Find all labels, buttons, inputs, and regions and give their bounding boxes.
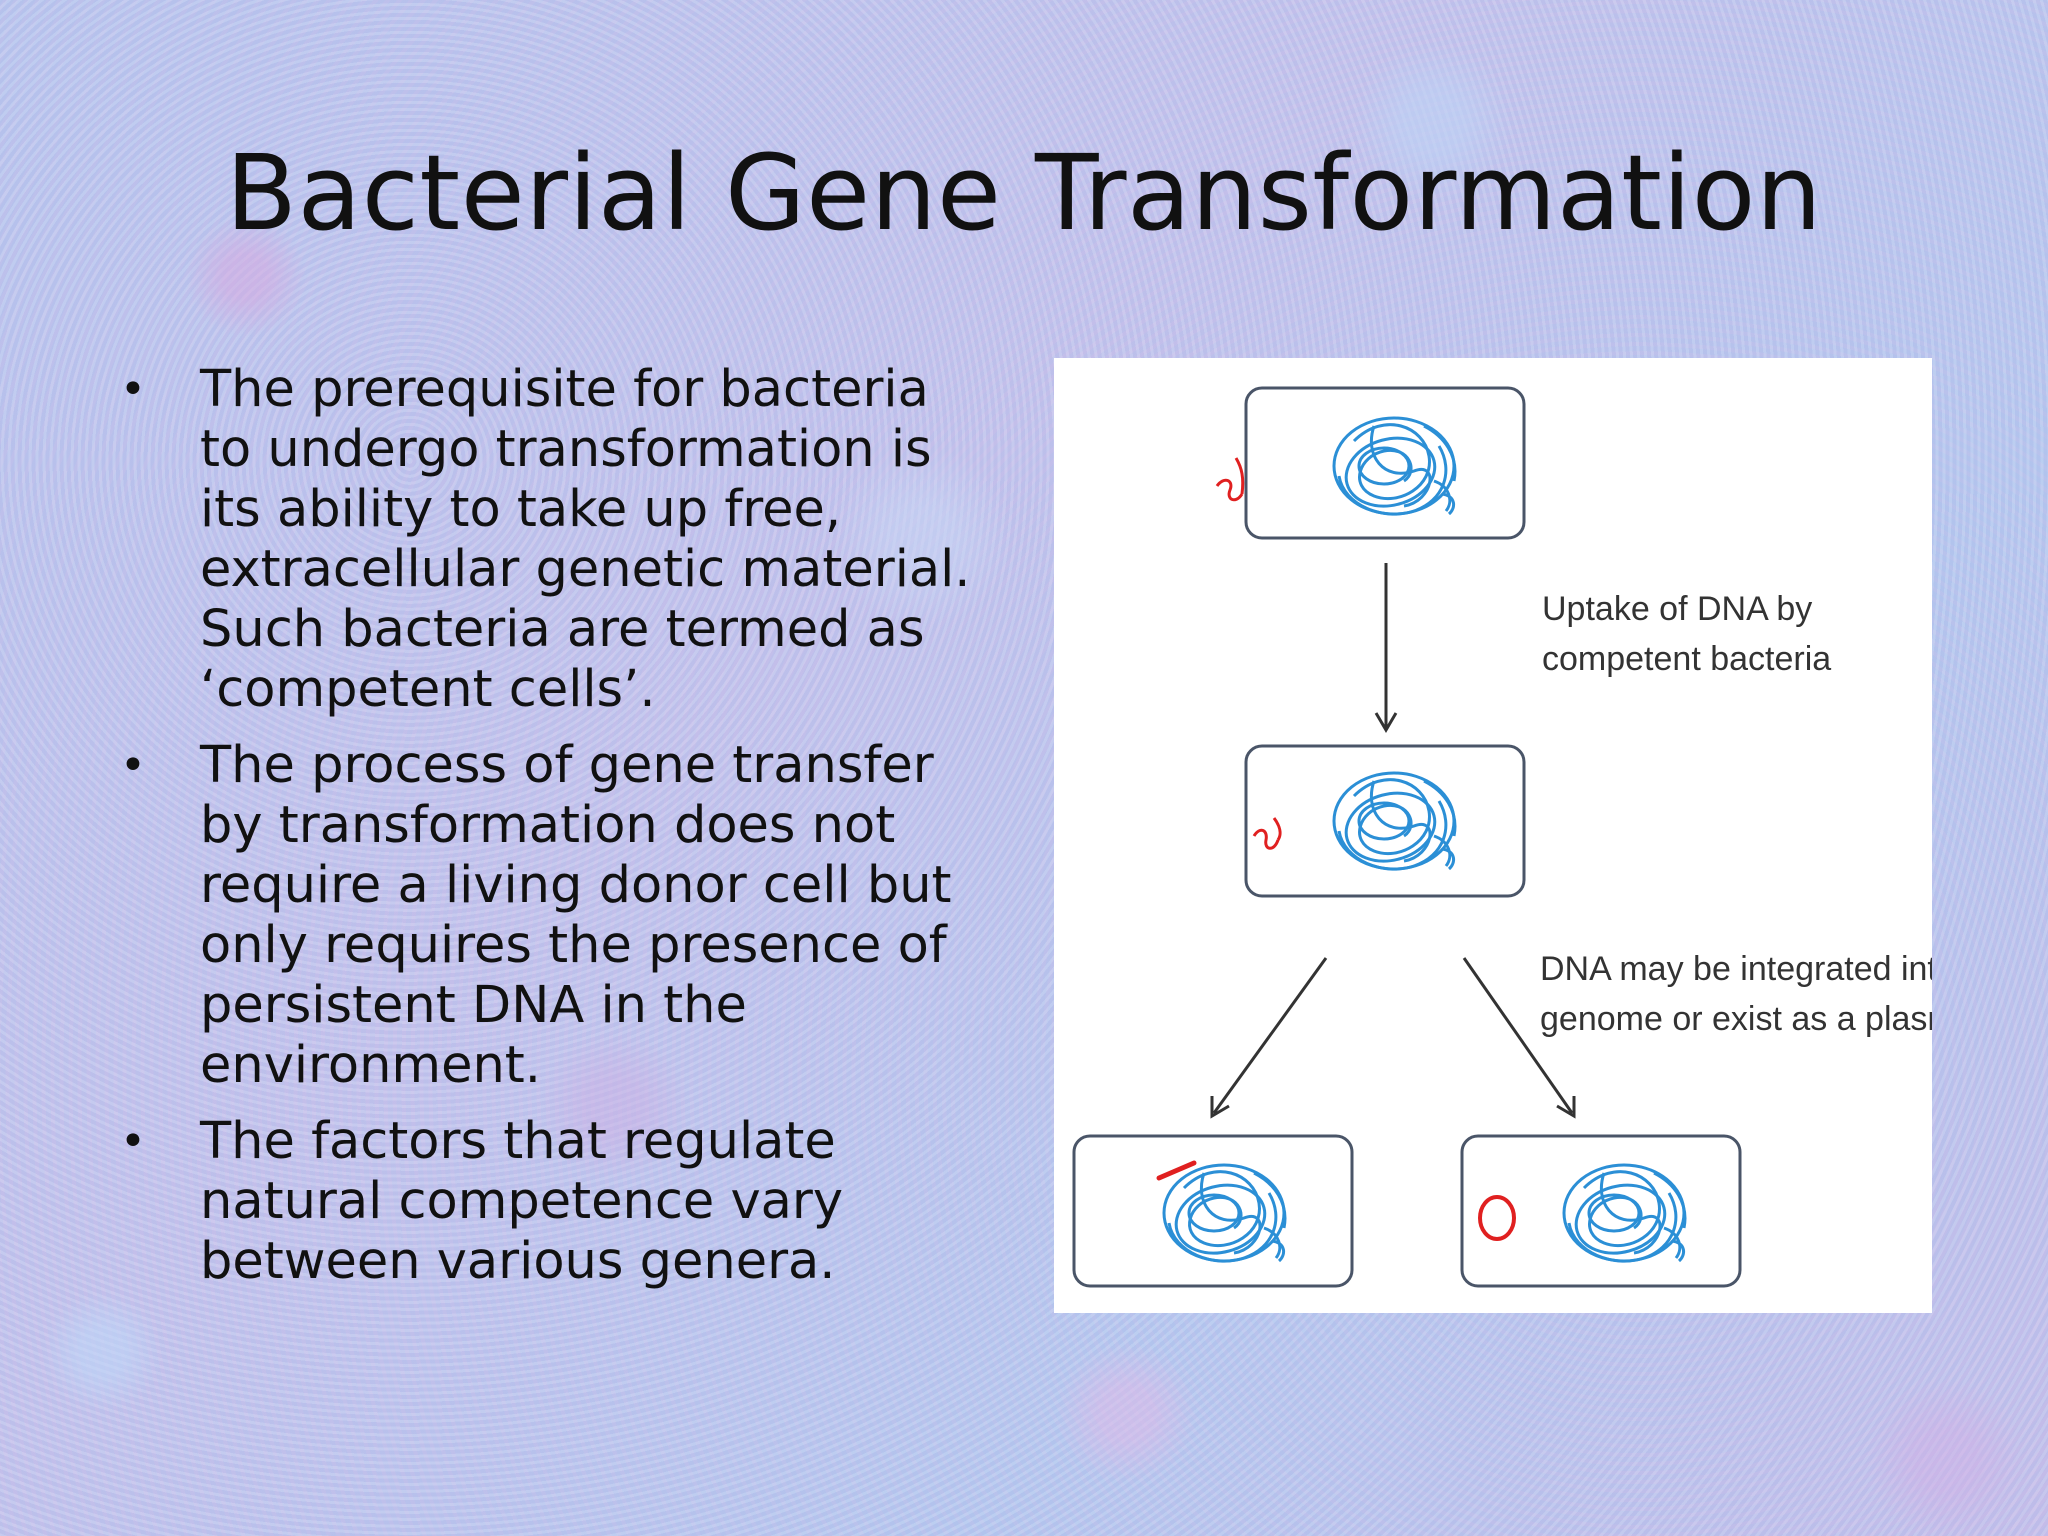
uptake-label-line1: Uptake of DNA by <box>1542 590 1812 628</box>
bullet-text: The factors that regulate natural compet… <box>200 1112 844 1291</box>
internalized-dna-fragment <box>1252 817 1282 850</box>
arrow-left-down-icon <box>1210 957 1328 1119</box>
fate-label-line2: genome or exist as a plasmid <box>1540 1000 1932 1038</box>
bullet-text: The prerequisite for bacteria to undergo… <box>200 360 971 719</box>
fate-label-line1: DNA may be integrated into <box>1540 950 1932 988</box>
bullet-item: • The prerequisite for bacteria to under… <box>118 360 978 720</box>
cell-after-uptake <box>1244 744 1526 898</box>
uptake-label-line2: competent bacteria <box>1542 640 1831 678</box>
arrow-down-icon <box>1374 563 1398 733</box>
bullet-list: • The prerequisite for bacteria to under… <box>118 360 978 1308</box>
bullet-icon: • <box>120 1116 146 1167</box>
bullet-item: • The process of gene transfer by transf… <box>118 736 978 1096</box>
foreign-dna-fragment <box>1215 457 1245 502</box>
bullet-item: • The factors that regulate natural comp… <box>118 1112 978 1292</box>
bullet-icon: • <box>120 740 146 791</box>
cell-integrated-dna <box>1072 1134 1354 1288</box>
slide-title: Bacterial Gene Transformation <box>225 132 1823 254</box>
cell-before-uptake <box>1244 386 1526 540</box>
transformation-diagram: Uptake of DNA by competent bacteria DNA … <box>1054 358 1932 1313</box>
bullet-text: The process of gene transfer by transfor… <box>200 736 952 1095</box>
arrow-right-down-icon <box>1462 957 1576 1119</box>
bullet-icon: • <box>120 364 146 415</box>
integrated-dna-segment <box>1156 1160 1197 1181</box>
plasmid-ring <box>1478 1195 1516 1241</box>
cell-with-plasmid <box>1460 1134 1742 1288</box>
